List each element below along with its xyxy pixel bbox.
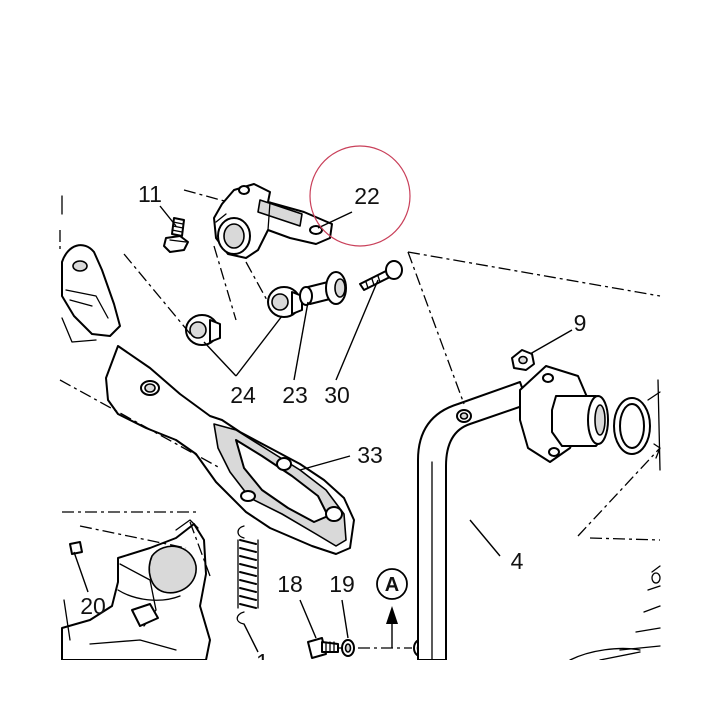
bracket-part-22 <box>213 183 333 259</box>
spring-part <box>236 525 259 625</box>
bolt-part-30 <box>359 260 403 291</box>
washer-part-19 <box>341 639 355 657</box>
highlight-circle <box>309 145 411 247</box>
leader-lines <box>73 205 573 653</box>
nut-part-9 <box>511 349 535 371</box>
view-arrow-icon <box>386 606 398 648</box>
flange-part <box>519 365 609 463</box>
callout-30: 30 <box>324 382 350 408</box>
washer-part-24-right <box>267 286 303 318</box>
view-a-circle <box>376 568 408 600</box>
callout-23: 23 <box>282 382 308 408</box>
pin-part-23 <box>299 271 347 306</box>
callout-24: 24 <box>230 382 256 408</box>
callout-9: 9 <box>574 310 587 336</box>
callout-18: 18 <box>277 571 303 597</box>
callout-20: 20 <box>80 593 106 619</box>
callout-33: 33 <box>357 442 383 468</box>
left-bracket-part <box>59 195 121 343</box>
bolt-part-11 <box>163 217 189 253</box>
callout-4: 4 <box>511 548 524 574</box>
bolt-part-18 <box>307 637 339 659</box>
callout-11: 11 <box>138 181 162 207</box>
view-a-label: A <box>385 574 399 596</box>
bottom-crop <box>0 660 720 720</box>
seal-ring-part <box>613 397 651 455</box>
frame-part-4 <box>417 381 529 661</box>
washer-part-24-left <box>185 314 221 346</box>
arm-part-33 <box>105 345 355 555</box>
callout-22: 22 <box>354 183 380 209</box>
callout-19: 19 <box>329 571 355 597</box>
right-edge-assembly <box>569 379 661 661</box>
construction-lines <box>59 189 661 649</box>
lower-left-assembly <box>61 519 211 661</box>
